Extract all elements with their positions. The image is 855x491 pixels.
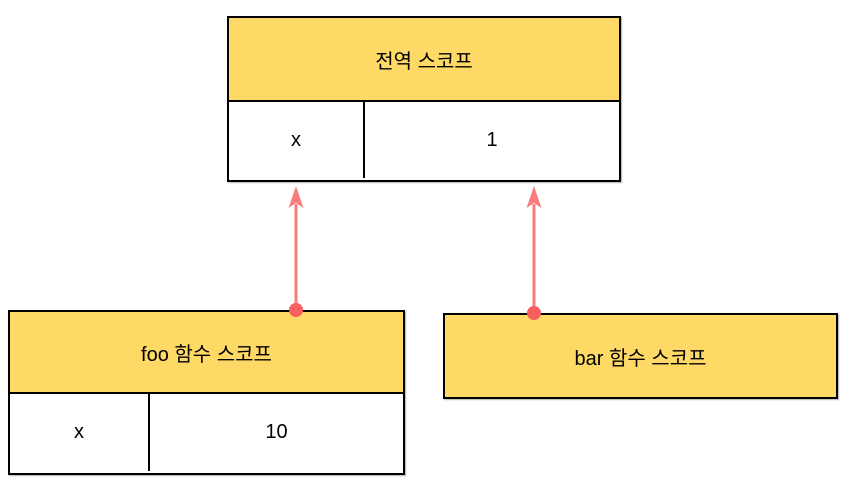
foo-scope-box: foo 함수 스코프 x 10 <box>8 310 405 475</box>
foo-scope-variable-name: x <box>10 394 150 471</box>
foo-scope-title: foo 함수 스코프 <box>10 312 403 394</box>
arrow-foo-to-global <box>288 186 304 317</box>
global-scope-title: 전역 스코프 <box>229 18 619 102</box>
foo-scope-variable-value: 10 <box>265 421 288 443</box>
bar-scope-title: bar 함수 스코프 <box>445 315 836 397</box>
arrow-bar-to-global <box>526 186 542 320</box>
foo-scope-variable-row: x 10 <box>10 394 403 471</box>
arrowhead-icon <box>526 186 542 208</box>
arrowhead-icon <box>288 186 304 208</box>
bar-scope-box: bar 함수 스코프 <box>443 313 838 399</box>
global-scope-variable-row: x 1 <box>229 102 619 178</box>
global-scope-box: 전역 스코프 x 1 <box>227 16 621 182</box>
global-scope-variable-name: x <box>229 102 365 178</box>
global-scope-variable-value: 1 <box>486 128 498 151</box>
